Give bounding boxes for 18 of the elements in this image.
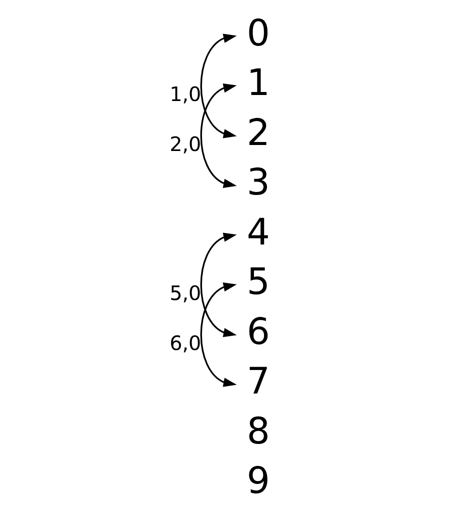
edge-label: 5,0 xyxy=(170,282,202,306)
edge-label: 1,0 xyxy=(170,83,202,106)
arrow xyxy=(200,83,237,188)
node-text: 4 xyxy=(246,210,270,254)
node-text: 5 xyxy=(246,260,270,304)
node-text: 2 xyxy=(246,110,270,154)
node-text: 0 xyxy=(246,11,270,54)
edge-label: 6,0 xyxy=(170,332,202,355)
node-text: 6 xyxy=(246,310,270,353)
node-text: 9 xyxy=(246,459,270,502)
node-text: 3 xyxy=(246,160,270,204)
node-text: 8 xyxy=(246,409,270,452)
edge-label: 2,0 xyxy=(170,132,202,156)
arrow xyxy=(200,34,237,138)
arrow xyxy=(200,232,237,338)
node-text: 7 xyxy=(246,360,270,403)
node-text: 1 xyxy=(246,61,270,104)
arrow xyxy=(200,282,237,387)
